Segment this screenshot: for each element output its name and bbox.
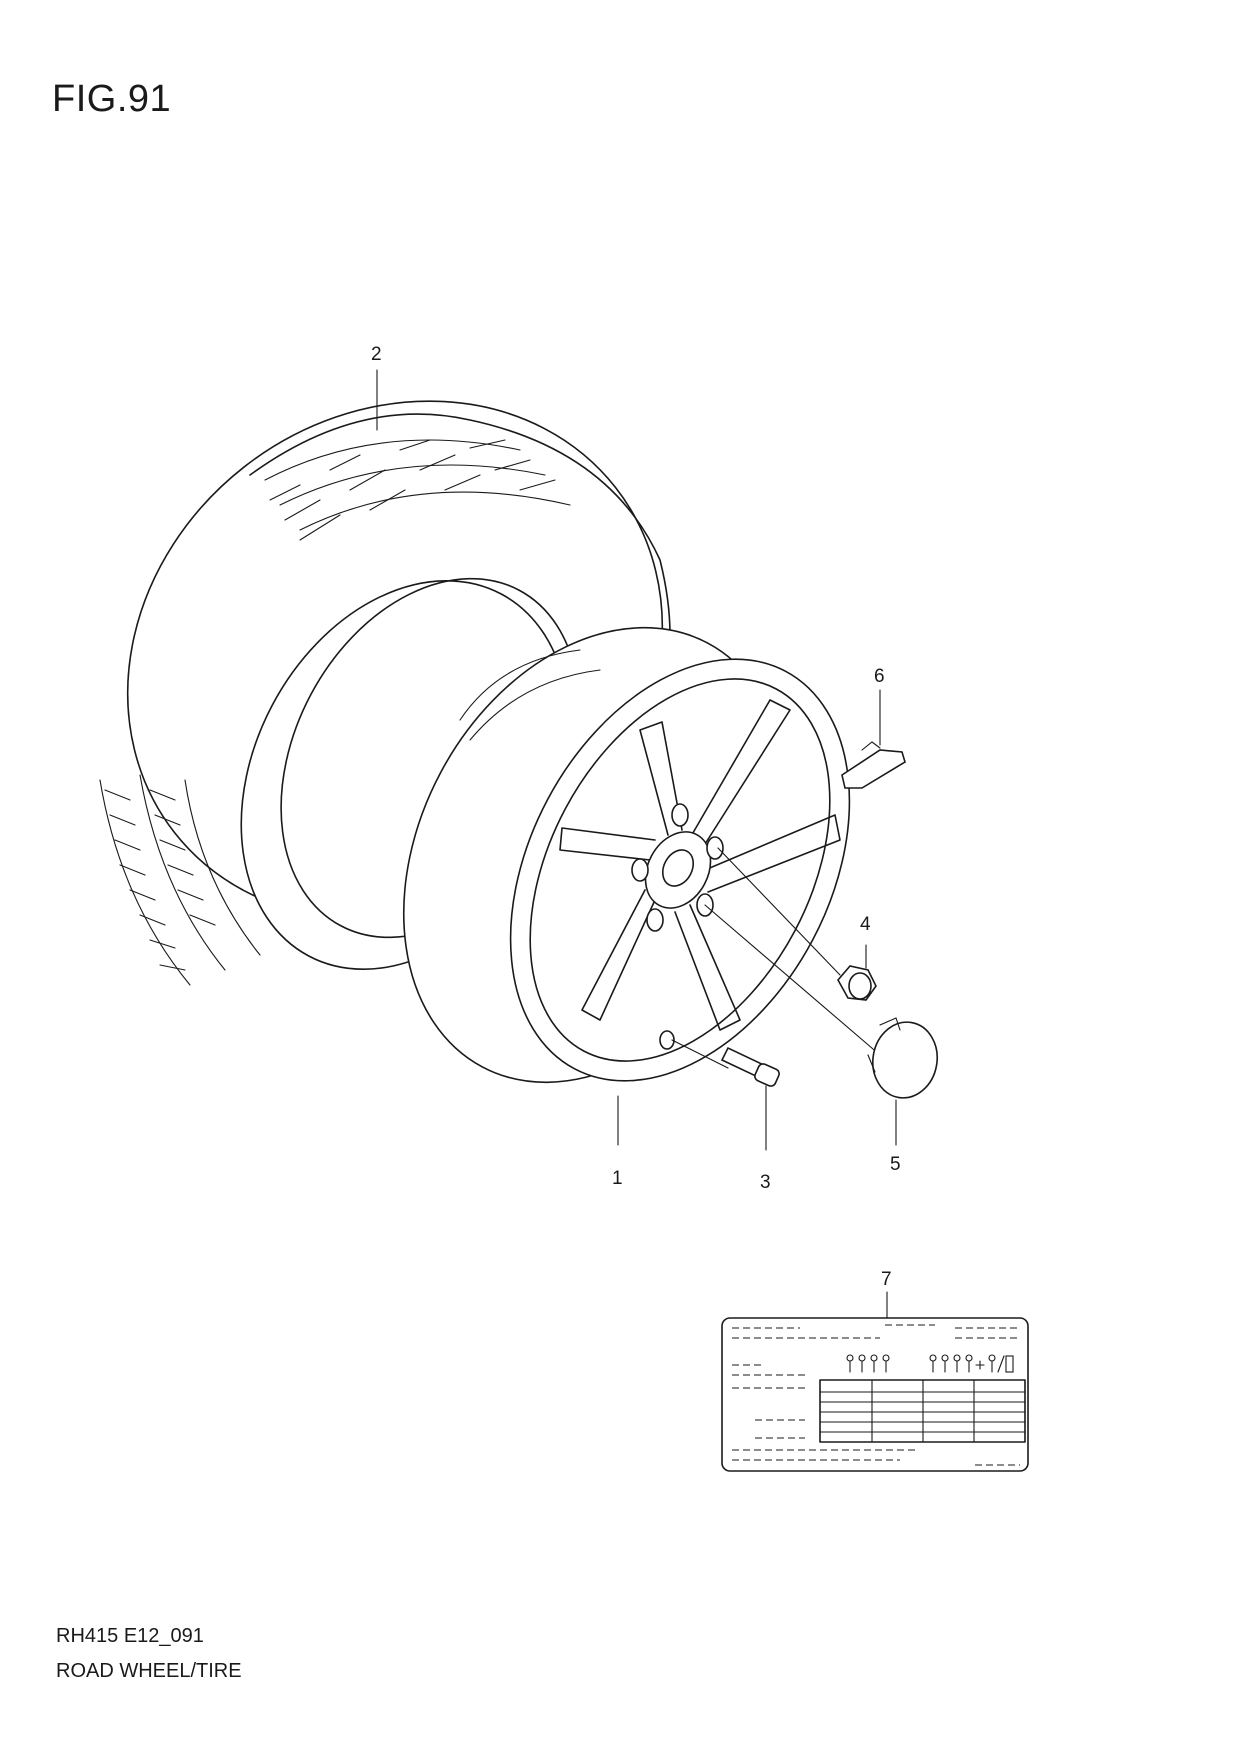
leader-lines [376,369,897,1319]
callout-6: 6 [874,666,885,687]
tire-pressure-label-drawing [721,1317,1029,1472]
callout-4: 4 [860,914,871,935]
figure-title: FIG.91 [52,78,172,120]
wheel-drawing [402,626,851,1084]
callout-1: 1 [612,1168,623,1189]
sensor-drawing [841,741,906,789]
callout-2: 2 [371,344,382,365]
figure-name: ROAD WHEEL/TIRE [56,1660,242,1682]
nut-drawing [717,847,877,1001]
valve-drawing [671,1039,780,1087]
callout-3: 3 [760,1172,771,1193]
figure-code: RH415 E12_091 [56,1625,204,1647]
cap-drawing [704,904,938,1099]
callout-5: 5 [890,1154,901,1175]
callout-7: 7 [881,1269,892,1290]
